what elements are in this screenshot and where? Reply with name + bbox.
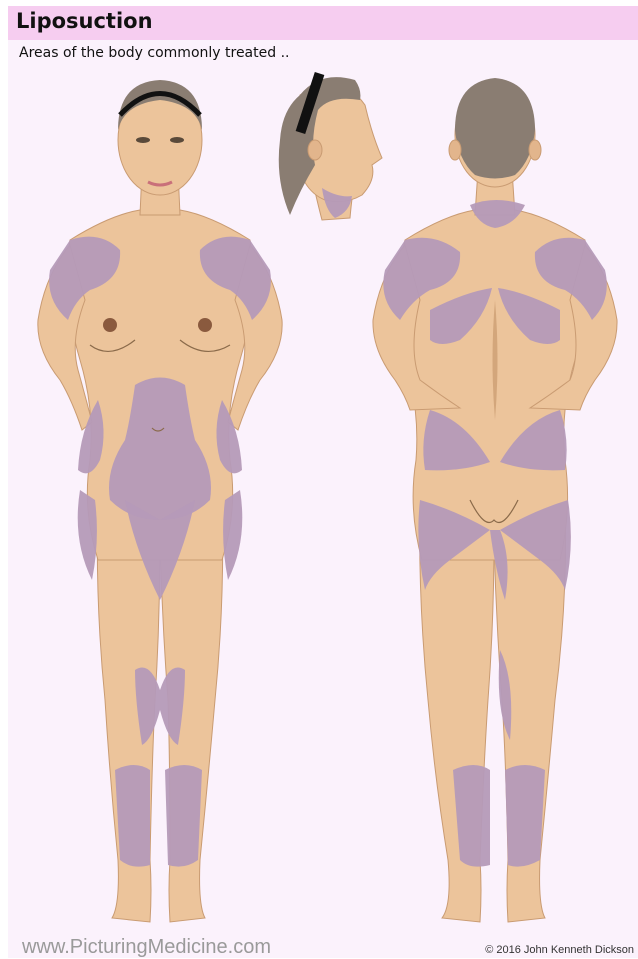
zone-front-right-calf xyxy=(165,765,202,867)
back-figure xyxy=(373,78,617,922)
zone-front-left-calf xyxy=(115,765,150,867)
front-left-nipple xyxy=(103,318,117,332)
front-right-eye xyxy=(170,137,184,143)
side-head-figure xyxy=(279,72,382,220)
zone-back-right-calf xyxy=(505,765,545,867)
zone-front-right-outer-thigh xyxy=(223,490,242,580)
front-right-nipple xyxy=(198,318,212,332)
copyright-notice: © 2016 John Kenneth Dickson xyxy=(485,944,634,956)
website-credit: www.PicturingMedicine.com xyxy=(22,936,271,959)
back-hair xyxy=(455,78,535,179)
front-figure xyxy=(38,80,282,922)
side-ear xyxy=(308,140,322,160)
front-left-eye xyxy=(136,137,150,143)
zone-front-left-outer-thigh xyxy=(78,490,97,580)
back-left-ear xyxy=(449,140,461,160)
back-right-ear xyxy=(529,140,541,160)
zone-front-knees xyxy=(135,668,185,746)
